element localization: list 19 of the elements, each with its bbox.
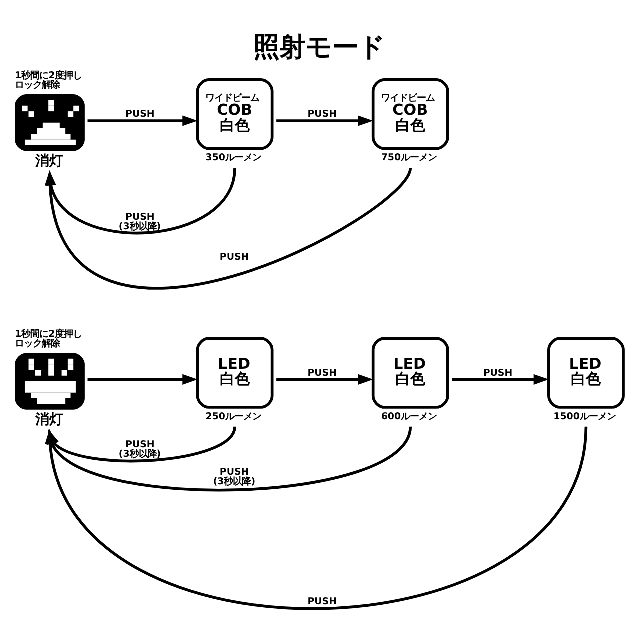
node-label: 1秒間に2度押しロック解除 xyxy=(15,70,82,90)
edge-label: PUSH xyxy=(308,108,338,120)
edge-label: PUSH (3秒以降) xyxy=(118,439,162,460)
edge-label: PUSH xyxy=(308,596,338,607)
edge-label: PUSH xyxy=(308,367,338,378)
edge-label: PUSH xyxy=(126,108,155,120)
diagram-title: 照射モード xyxy=(253,31,386,62)
edge-label: PUSH (3秒以降) xyxy=(213,466,256,487)
node-label: 350ルーメン xyxy=(206,152,262,164)
node-label: 消灯 xyxy=(35,152,64,169)
node-label: 1秒間に2度押しロック解除 xyxy=(15,328,82,350)
edge-label: PUSH xyxy=(220,251,250,262)
edge-label: PUSH (3秒以降) xyxy=(118,212,162,232)
node-label: 消灯 xyxy=(35,412,64,428)
edge-label: PUSH xyxy=(483,367,513,378)
node-label: 600ルーメン xyxy=(381,410,438,422)
node-label: 1500ルーメン xyxy=(554,410,616,422)
node-label: 250ルーメン xyxy=(206,410,262,422)
node-label: 750ルーメン xyxy=(381,152,438,164)
